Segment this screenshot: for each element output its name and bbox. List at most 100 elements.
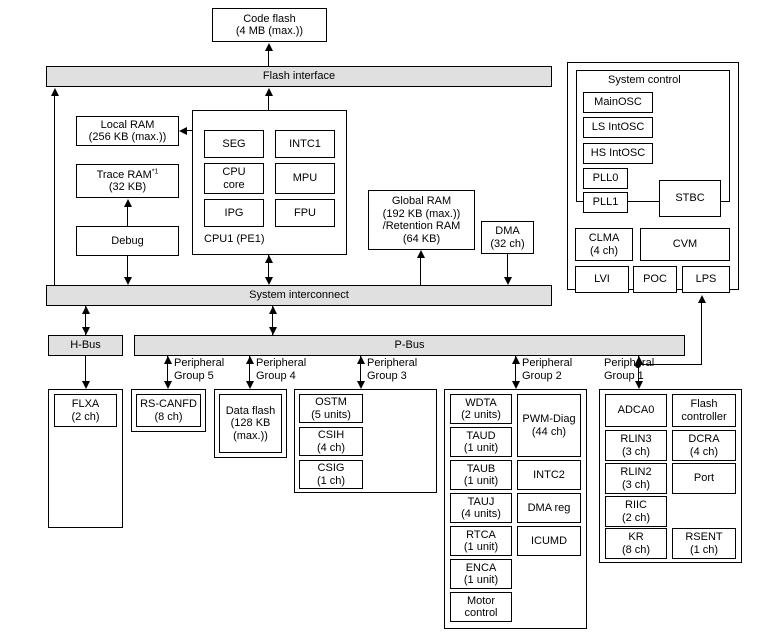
system-control-cvm: CVM	[640, 228, 730, 261]
arrowhead-group1-up	[634, 356, 643, 364]
local-ram-block: Local RAM (256 KB (max.))	[76, 116, 179, 146]
peripheral-kr: KR (8 ch)	[605, 528, 667, 559]
peripheral-riic: RIIC (2 ch)	[605, 496, 667, 527]
peripheral-tauj: TAUJ (4 units)	[450, 493, 512, 523]
cpu-block-cpu-core: CPU core	[204, 163, 264, 194]
connector-system-interconnect-to-flash-interface	[54, 95, 56, 285]
peripheral-adca0: ADCA0	[605, 394, 667, 427]
dma-block: DMA (32 ch)	[481, 221, 534, 254]
connector-system-interconnect-to-pbus	[272, 306, 274, 335]
system-control-clma: CLMA (4 ch)	[575, 228, 633, 261]
peripheral-rsent: RSENT (1 ch)	[672, 528, 736, 559]
system-control-hs-intosc: HS IntOSC	[583, 143, 653, 164]
arrowhead-hbus-down	[81, 327, 90, 335]
code-flash-block: Code flash (4 MB (max.))	[212, 8, 327, 42]
cpu-block-seg: SEG	[204, 130, 264, 158]
peripheral-rs-canfd: RS-CANFD (8 ch)	[136, 394, 201, 427]
peripheral-rlin3: RLIN3 (3 ch)	[605, 430, 667, 461]
peripheral-dcra: DCRA (4 ch)	[672, 430, 736, 461]
peripheral-group4-label: Peripheral Group 4	[256, 357, 307, 382]
system-control-lvi: LVI	[575, 266, 629, 293]
trace-ram-name: Trace RAM	[96, 168, 152, 181]
peripheral-taub: TAUB (1 unit)	[450, 460, 512, 490]
system-control-title: System control	[608, 74, 681, 86]
peripheral-group2-label: Peripheral Group 2	[522, 357, 573, 382]
arrowhead-group1-down	[634, 381, 643, 389]
h-bus-bar: H-Bus	[48, 335, 123, 356]
peripheral-motor-control: Motor control	[450, 592, 512, 622]
peripheral-group3-label: Peripheral Group 3	[367, 357, 418, 382]
connector-debug-to-system-interconnect	[127, 256, 129, 278]
peripheral-csih: CSIH (4 ch)	[299, 427, 363, 456]
peripheral-icumd: ICUMD	[517, 526, 581, 556]
connector-debug-to-trace-ram	[127, 206, 129, 226]
arrowhead-hbus-up	[81, 306, 90, 314]
arrowhead-system-interconnect-from-debug	[123, 277, 132, 285]
arrowhead-cpu1-bottom-up	[264, 255, 273, 263]
system-control-lps: LPS	[682, 266, 730, 293]
connector-pbus-to-group1	[638, 356, 640, 387]
system-control-mainosc: MainOSC	[583, 92, 653, 113]
peripheral-group5-label: Peripheral Group 5	[174, 357, 225, 382]
arrowhead-system-control-bottom	[697, 295, 706, 303]
connector-system-control-to-pbus-vertical	[701, 302, 703, 365]
connector-system-control-to-pbus-horizontal	[638, 364, 702, 366]
peripheral-ostm: OSTM (5 units)	[299, 394, 363, 423]
trace-ram-size: (32 KB)	[108, 181, 147, 193]
arrowhead-group2-up	[511, 356, 520, 364]
peripheral-port: Port	[672, 463, 736, 494]
cpu-block-intc1: INTC1	[275, 130, 335, 158]
p-bus-bar: P-Bus	[134, 335, 685, 356]
system-control-pll0: PLL0	[583, 168, 628, 189]
arrowhead-group4-up	[245, 356, 254, 364]
connector-system-interconnect-to-hbus	[85, 306, 87, 335]
trace-ram-label: Trace RAM*1	[96, 167, 159, 182]
peripheral-rlin2: RLIN2 (3 ch)	[605, 463, 667, 494]
peripheral-wdta: WDTA (2 units)	[450, 394, 512, 424]
connector-hbus-to-flxa	[85, 356, 87, 387]
peripheral-flxa: FLXA (2 ch)	[54, 394, 117, 427]
peripheral-dma-reg: DMA reg	[517, 493, 581, 523]
arrowhead-group4-down	[245, 381, 254, 389]
arrowhead-flash-interface-left	[50, 88, 59, 96]
connector-flash-interface-to-code-flash	[268, 50, 270, 67]
arrowhead-local-ram	[179, 126, 187, 135]
cpu-block-fpu: FPU	[275, 199, 335, 227]
arrowhead-group5-down	[163, 381, 172, 389]
arrowhead-group5-up	[163, 356, 172, 364]
peripheral-csig: CSIG (1 ch)	[299, 460, 363, 489]
system-control-stbc: STBC	[659, 180, 721, 217]
flash-interface-bar: Flash interface	[46, 66, 552, 87]
arrowhead-trace-ram	[123, 199, 132, 207]
cpu1-group-label: CPU1 (PE1)	[204, 233, 265, 245]
global-ram-block: Global RAM (192 KB (max.)) /Retention RA…	[368, 190, 475, 250]
arrowhead-global-ram	[416, 250, 425, 258]
arrowhead-flash-interface-from-cpu1	[264, 88, 273, 96]
cpu-block-mpu: MPU	[275, 163, 335, 194]
trace-ram-block: Trace RAM*1 (32 KB)	[76, 164, 179, 198]
connector-pbus-to-group5	[167, 356, 169, 387]
arrowhead-pbus-down	[268, 327, 277, 335]
arrowhead-flxa-group	[81, 381, 90, 389]
arrowhead-group2-down	[511, 381, 520, 389]
arrowhead-cpu1-bottom-down	[264, 277, 273, 285]
connector-cpu1-to-system-interconnect	[268, 255, 270, 279]
arrowhead-group3-up	[356, 356, 365, 364]
arrowhead-code-flash	[264, 43, 273, 51]
connector-pbus-to-group4	[249, 356, 251, 387]
system-control-ls-intosc: LS IntOSC	[583, 117, 653, 138]
system-control-pll1: PLL1	[583, 192, 628, 213]
connector-pbus-to-group2	[515, 356, 517, 387]
arrowhead-pbus-up	[268, 306, 277, 314]
peripheral-intc2: INTC2	[517, 460, 581, 490]
connector-dma-to-system-interconnect	[507, 254, 509, 278]
cpu-block-ipg: IPG	[204, 199, 264, 227]
peripheral-rtca: RTCA (1 unit)	[450, 526, 512, 556]
trace-ram-footnote: *1	[151, 167, 159, 175]
system-control-poc: POC	[633, 266, 677, 293]
peripheral-group1-label: Peripheral Group 1	[604, 357, 655, 382]
debug-block: Debug	[76, 226, 179, 256]
peripheral-data-flash: Data flash (128 KB (max.))	[219, 394, 282, 453]
connector-pbus-to-group3	[360, 356, 362, 387]
